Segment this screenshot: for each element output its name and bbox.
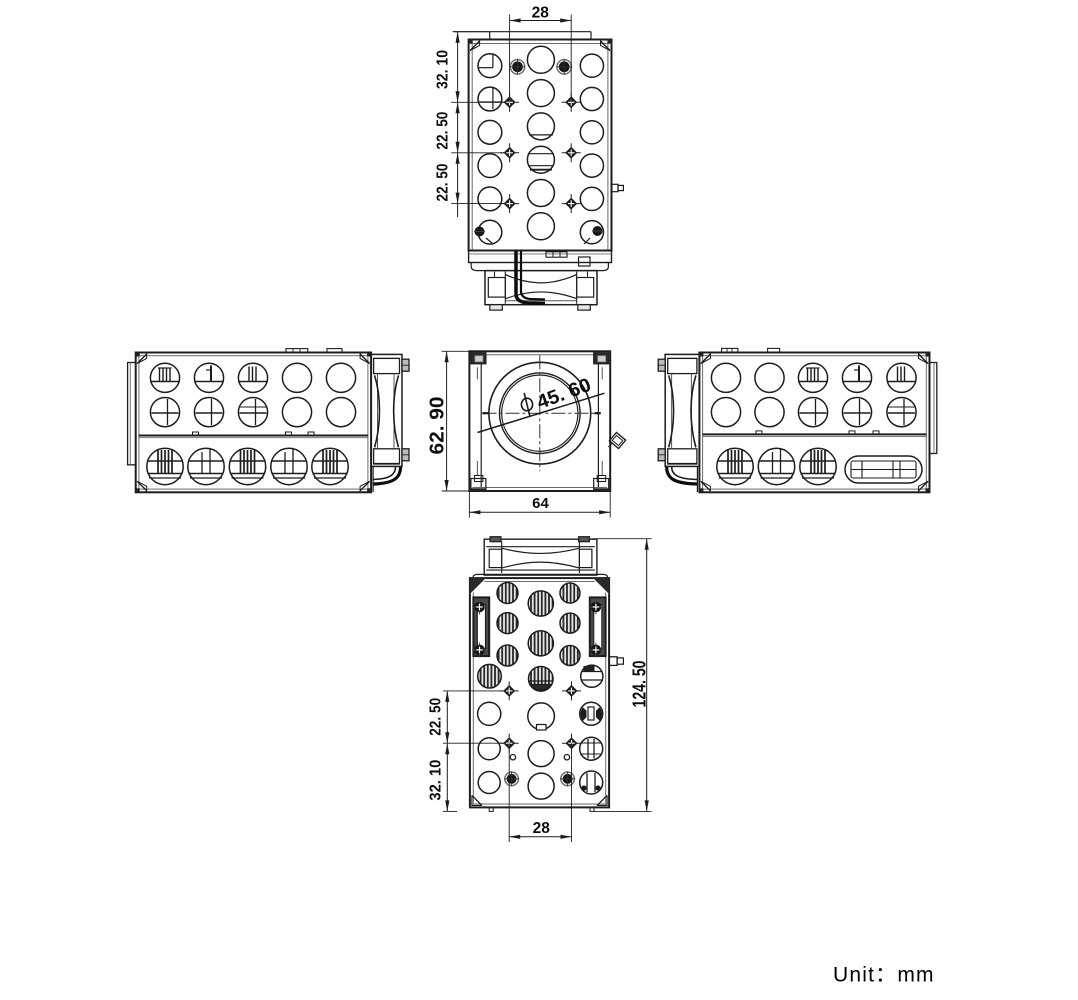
- svg-text:32. 10: 32. 10: [427, 760, 444, 801]
- svg-text:28: 28: [532, 5, 550, 22]
- svg-text:22. 50: 22. 50: [435, 164, 452, 202]
- svg-text:32. 10: 32. 10: [435, 50, 452, 89]
- svg-text:62. 90: 62. 90: [427, 397, 449, 455]
- svg-text:124. 50: 124. 50: [628, 661, 649, 708]
- svg-text:64: 64: [532, 495, 549, 512]
- svg-text:22. 50: 22. 50: [435, 112, 452, 150]
- svg-text:Unit：mm: Unit：mm: [833, 964, 935, 987]
- svg-text:45. 60: 45. 60: [534, 374, 594, 414]
- svg-text:22. 50: 22. 50: [427, 698, 444, 736]
- svg-text:28: 28: [533, 820, 551, 837]
